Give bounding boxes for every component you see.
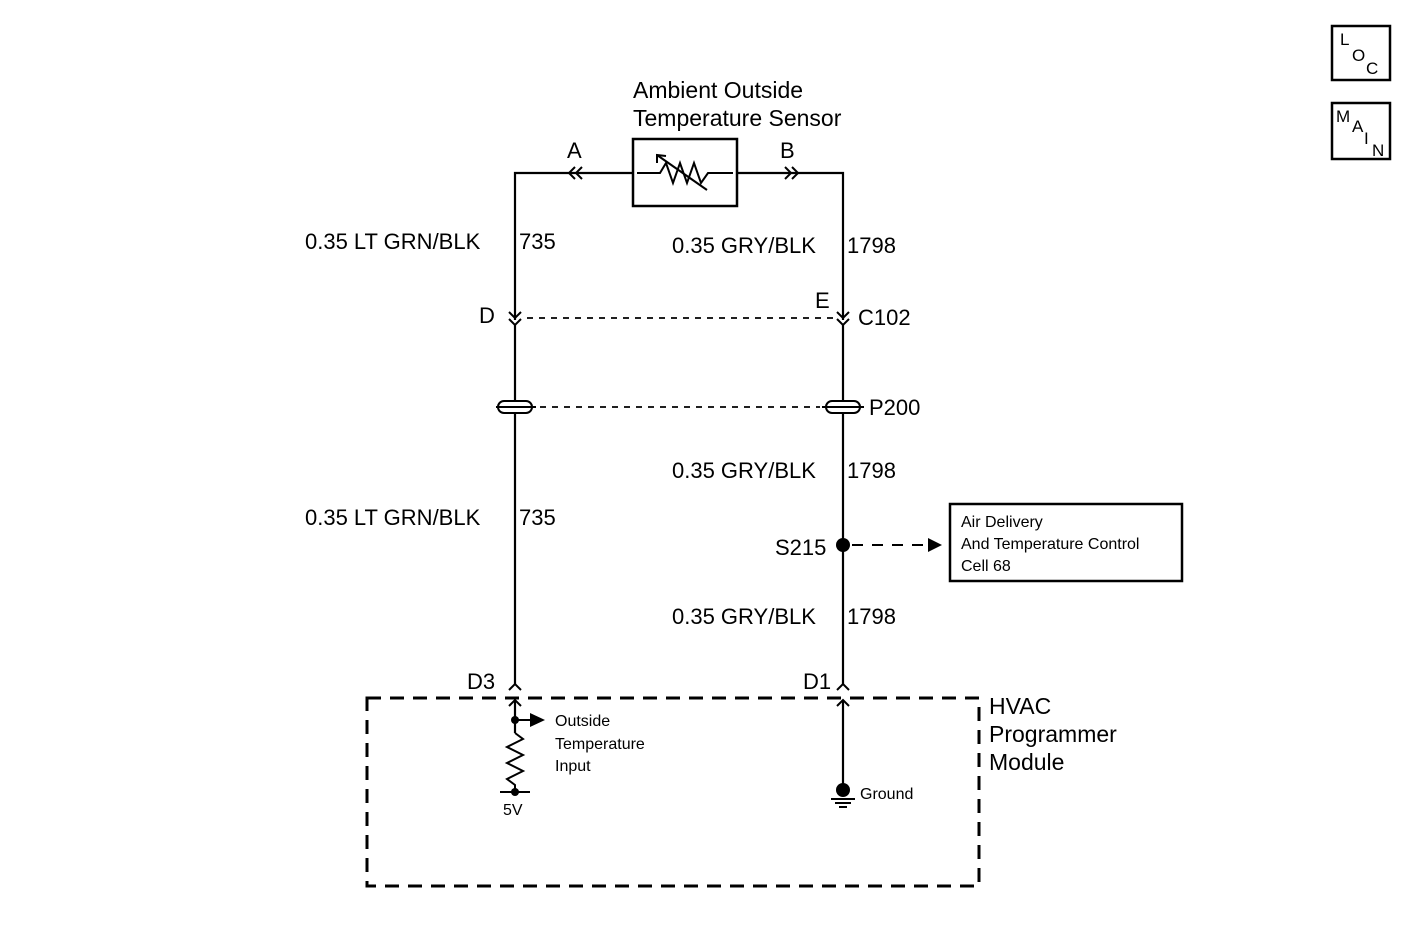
wire-right-top-circuit: 1798 bbox=[847, 233, 896, 258]
hvac-module-outline bbox=[365, 696, 981, 888]
module-title-line2: Programmer bbox=[989, 721, 1117, 747]
reference-line2: And Temperature Control bbox=[961, 536, 1139, 553]
wire-right-mid-circuit: 1798 bbox=[847, 458, 896, 483]
sensor-title-line2: Temperature Sensor bbox=[633, 105, 842, 131]
reference-line1: Air Delivery bbox=[961, 514, 1043, 531]
air-delivery-reference-link[interactable]: Air Delivery And Temperature Control Cel… bbox=[948, 502, 1184, 583]
p200-name: P200 bbox=[869, 395, 920, 420]
module-title-line3: Module bbox=[989, 749, 1064, 775]
s215-reference-arrow bbox=[852, 538, 942, 552]
wire-left-bottom-label: 0.35 LT GRN/BLK bbox=[305, 505, 481, 530]
main-letter-a: A bbox=[1352, 117, 1364, 136]
input-label-line1: Outside bbox=[555, 713, 610, 730]
input-label-line3: Input bbox=[555, 758, 591, 775]
module-connector-pins bbox=[508, 682, 850, 707]
sensor-pin-b-wire bbox=[737, 166, 845, 320]
sensor-symbol bbox=[631, 137, 739, 208]
wire-right-top-label: 0.35 GRY/BLK bbox=[672, 233, 816, 258]
module-pin-d1-label: D1 bbox=[803, 669, 831, 694]
main-letter-m: M bbox=[1336, 107, 1350, 126]
sensor-pin-a-wire bbox=[513, 166, 633, 320]
s215-name: S215 bbox=[775, 535, 826, 560]
loc-letter-c: C bbox=[1366, 59, 1378, 78]
sensor-pin-a-label: A bbox=[567, 138, 582, 163]
wire-right-mid-label: 0.35 GRY/BLK bbox=[672, 458, 816, 483]
wire-left-top-label: 0.35 LT GRN/BLK bbox=[305, 229, 481, 254]
wire-right-bottom-label: 0.35 GRY/BLK bbox=[672, 604, 816, 629]
c102-pin-d-label: D bbox=[479, 303, 495, 328]
sensor-pin-b-label: B bbox=[780, 138, 795, 163]
sensor-title-line1: Ambient Outside bbox=[633, 77, 803, 103]
main-button[interactable]: M A I N bbox=[1330, 101, 1392, 161]
voltage-label: 5V bbox=[503, 802, 523, 819]
ground-icon bbox=[831, 700, 855, 808]
wire-right-bottom-circuit: 1798 bbox=[847, 604, 896, 629]
c102-connector bbox=[508, 311, 850, 327]
main-letter-n: N bbox=[1372, 141, 1384, 160]
pullup-resistor-circuit bbox=[500, 700, 545, 796]
loc-letter-l: L bbox=[1340, 30, 1349, 49]
loc-button[interactable]: L O C bbox=[1330, 24, 1392, 82]
p200-grommet bbox=[496, 400, 864, 414]
module-pin-d3-label: D3 bbox=[467, 669, 495, 694]
reference-line3: Cell 68 bbox=[961, 558, 1011, 575]
c102-pin-e-label: E bbox=[815, 288, 830, 313]
s215-splice-dot bbox=[836, 538, 850, 552]
module-title-line1: HVAC bbox=[989, 693, 1051, 719]
wire-left-top-circuit: 735 bbox=[519, 229, 556, 254]
input-label-line2: Temperature bbox=[555, 736, 645, 753]
c102-name: C102 bbox=[858, 305, 911, 330]
loc-letter-o: O bbox=[1352, 46, 1365, 65]
ground-label: Ground bbox=[860, 786, 913, 803]
main-letter-i: I bbox=[1364, 129, 1369, 148]
wire-left-bottom-circuit: 735 bbox=[519, 505, 556, 530]
